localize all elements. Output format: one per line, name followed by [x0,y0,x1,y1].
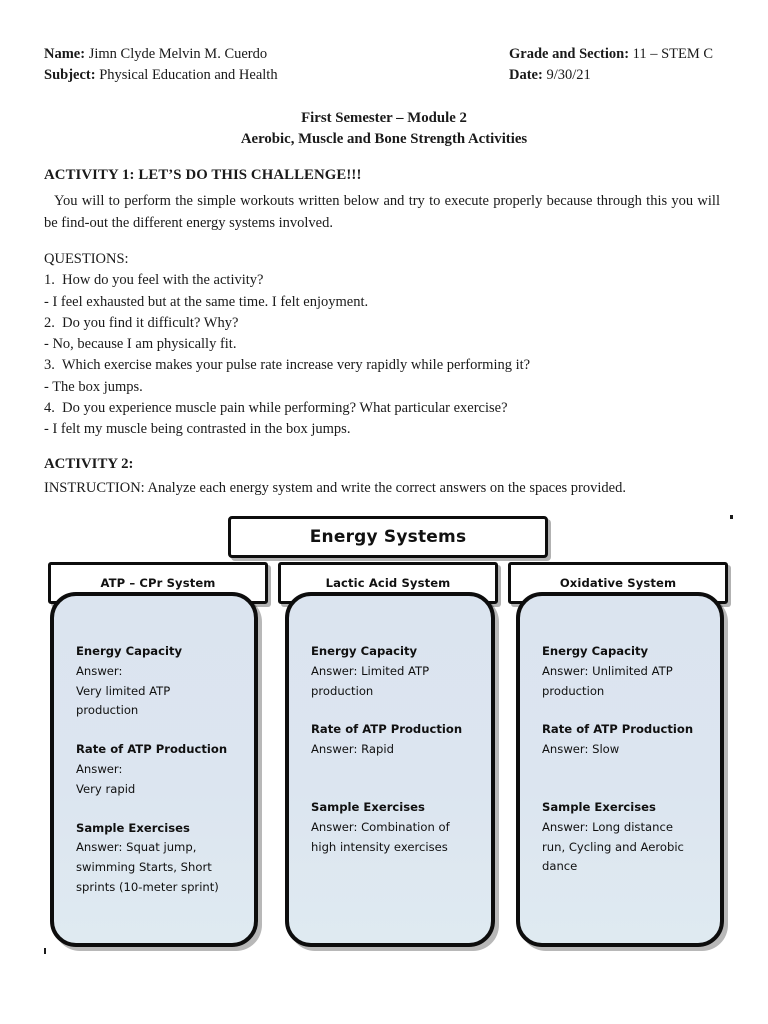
student-info-header: Name: Jimn Clyde Melvin M. Cuerdo Grade … [44,44,724,86]
name-label: Name: [44,46,86,62]
section-answer: Answer: Combination of high intensity ex… [311,819,450,854]
subject-field: Subject: Physical Education and Health [44,65,509,86]
activity1-body: You will to perform the simple workouts … [44,193,720,231]
section-answer: Answer: Slow [542,742,620,757]
question-3: 3. Which exercise makes your pulse rate … [44,357,531,374]
answer-2: - No, because I am physically fit. [44,336,237,353]
activity2-heading: ACTIVITY 2: [44,456,134,472]
section-sample-exercises: Sample Exercises Answer: Long distance r… [542,798,698,877]
section-title: Rate of ATP Production [542,722,694,737]
date-value: 9/30/21 [542,67,591,83]
subject-row: Subject: Physical Education and Health D… [44,65,724,86]
questions-list: QUESTIONS: 1. How do you feel with the a… [44,249,720,441]
answer-3: - The box jumps. [44,378,143,395]
section-rate-of-atp-production: Rate of ATP Production Answer: Rapid [311,720,469,760]
system-content-lactic-acid[interactable]: Energy Capacity Answer: Limited ATP prod… [285,592,495,947]
section-title: Energy Capacity [76,644,183,658]
section-title: Sample Exercises [311,799,425,814]
section-answer: Answer: Very rapid [76,761,136,796]
date-label: Date: [509,67,543,83]
activity1-heading: ACTIVITY 1: LET’S DO THIS CHALLENGE!!! [44,167,362,183]
module-title-line2: Aerobic, Muscle and Bone Strength Activi… [240,131,528,147]
date-field: Date: 9/30/21 [509,65,724,86]
question-4: 4. Do you experience muscle pain while p… [44,400,508,417]
section-energy-capacity: Energy Capacity Answer: Unlimited ATP pr… [542,642,698,701]
section-answer: Answer: Rapid [311,742,394,757]
grade-value: 11 – STEM C [629,46,714,62]
section-title: Energy Capacity [542,644,649,658]
section-energy-capacity: Energy Capacity Answer: Limited ATP prod… [311,642,469,701]
section-answer: Answer: Unlimited ATP production [542,663,673,698]
section-title: Sample Exercises [76,820,190,835]
grade-label: Grade and Section: [509,46,630,62]
section-rate-of-atp-production: Rate of ATP Production Answer: Very rapi… [76,740,232,799]
section-sample-exercises: Sample Exercises Answer: Combination of … [311,798,469,857]
section-answer: Answer: Very limited ATP production [76,663,171,718]
question-1: 1. How do you feel with the activity? [44,272,264,289]
name-row: Name: Jimn Clyde Melvin M. Cuerdo Grade … [44,44,724,65]
system-content-oxidative[interactable]: Energy Capacity Answer: Unlimited ATP pr… [516,592,724,947]
system-content-atp-cpr[interactable]: Energy Capacity Answer: Very limited ATP… [50,592,258,947]
grade-field: Grade and Section: 11 – STEM C [509,44,724,65]
scan-speck-bottom-left [44,948,46,954]
name-value: Jimn Clyde Melvin M. Cuerdo [85,46,268,62]
scan-speck-top-right [730,515,733,519]
diagram-root-node[interactable]: Energy Systems [228,516,548,558]
subject-label: Subject: [44,67,96,83]
questions-label: QUESTIONS: [44,251,129,267]
section-title: Rate of ATP Production [311,722,463,737]
section-energy-capacity: Energy Capacity Answer: Very limited ATP… [76,642,232,721]
section-title: Sample Exercises [542,799,656,814]
section-title: Rate of ATP Production [76,742,228,757]
section-sample-exercises: Sample Exercises Answer: Squat jump, swi… [76,819,232,898]
module-title-line1: First Semester – Module 2 [301,110,467,126]
module-title: First Semester – Module 2 Aerobic, Muscl… [0,108,768,150]
section-answer: Answer: Long distance run, Cycling and A… [542,819,684,874]
section-rate-of-atp-production: Rate of ATP Production Answer: Slow [542,720,698,760]
section-title: Energy Capacity [311,644,418,658]
answer-4: - I felt my muscle being contrasted in t… [44,421,351,438]
answer-1: - I feel exhausted but at the same time.… [44,293,369,310]
name-field: Name: Jimn Clyde Melvin M. Cuerdo [44,44,509,65]
subject-value: Physical Education and Health [95,67,278,83]
question-2: 2. Do you find it difficult? Why? [44,314,239,331]
activity2-instruction: INSTRUCTION: Analyze each energy system … [44,480,626,496]
section-answer: Answer: Limited ATP production [311,663,430,698]
section-answer: Answer: Squat jump, swimming Starts, Sho… [76,840,219,894]
